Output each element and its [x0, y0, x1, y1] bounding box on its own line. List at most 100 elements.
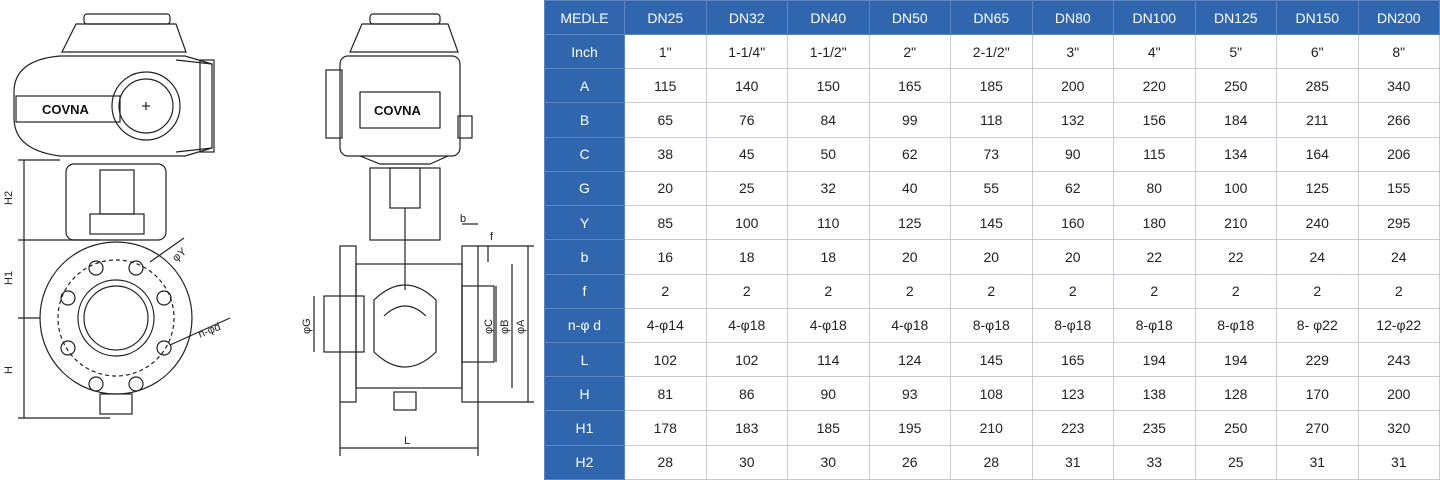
- table-cell: 115: [1113, 136, 1196, 172]
- table-cell: 140: [705, 68, 788, 104]
- table-cell: 200: [1357, 376, 1440, 412]
- table-cell: 156: [1113, 102, 1196, 138]
- table-cell: 123: [1031, 376, 1114, 412]
- table-cell: 20: [868, 239, 951, 275]
- dim-label-g: φG: [301, 318, 313, 334]
- header-cell-size: DN25: [624, 0, 707, 35]
- table-cell: 2: [787, 273, 870, 309]
- table-cell: 65: [624, 102, 707, 138]
- table-cell: 210: [1194, 205, 1277, 241]
- table-cell: 1-1/4": [705, 33, 788, 70]
- table-cell: 3": [1031, 33, 1114, 70]
- table-cell: 102: [705, 341, 788, 378]
- table-cell: 90: [787, 376, 870, 412]
- table-cell: 8- φ22: [1276, 307, 1359, 343]
- table-cell: 73: [950, 136, 1033, 172]
- header-cell-size: DN200: [1357, 0, 1440, 35]
- table-cell: 33: [1113, 444, 1196, 480]
- table-cell: 5": [1194, 33, 1277, 70]
- table-cell: 8-φ18: [1113, 307, 1196, 343]
- table-cell: 62: [1031, 170, 1114, 207]
- table-cell: 223: [1031, 410, 1114, 446]
- table-cell: 138: [1113, 376, 1196, 412]
- table-cell: 115: [624, 68, 707, 104]
- header-cell-size: DN40: [787, 0, 870, 35]
- table-cell: 80: [1113, 170, 1196, 207]
- row-label: H: [544, 376, 625, 412]
- table-cell: 93: [868, 376, 951, 412]
- table-cell: 185: [787, 410, 870, 446]
- table-cell: 81: [624, 376, 707, 412]
- dim-label-b: b: [460, 213, 466, 225]
- table-cell: 90: [1031, 136, 1114, 172]
- table-cell: 185: [950, 68, 1033, 104]
- table-cell: 4-φ18: [787, 307, 870, 343]
- header-cell-size: DN32: [705, 0, 788, 35]
- table-cell: 18: [705, 239, 788, 275]
- table-cell: 28: [624, 444, 707, 480]
- table-cell: 100: [1194, 170, 1277, 207]
- table-cell: 50: [787, 136, 870, 172]
- table-cell: 31: [1276, 444, 1359, 480]
- table-cell: 99: [868, 102, 951, 138]
- table-cell: 84: [787, 102, 870, 138]
- table-cell: 240: [1276, 205, 1359, 241]
- table-cell: 125: [1276, 170, 1359, 207]
- row-label: L: [544, 341, 625, 378]
- dim-label-c: φC: [483, 319, 495, 334]
- header-cell-size: DN100: [1113, 0, 1196, 35]
- table-cell: 2: [1194, 273, 1277, 309]
- table-cell: 132: [1031, 102, 1114, 138]
- dim-label-h2: H2: [3, 191, 15, 205]
- row-label: n-φ d: [544, 307, 625, 343]
- table-cell: 62: [868, 136, 951, 172]
- table-cell: 8": [1357, 33, 1440, 70]
- table-cell: 40: [868, 170, 951, 207]
- table-cell: 184: [1194, 102, 1277, 138]
- table-cell: 320: [1357, 410, 1440, 446]
- table-cell: 20: [950, 239, 1033, 275]
- table-cell: 243: [1357, 341, 1440, 378]
- table-cell: 250: [1194, 68, 1277, 104]
- row-label: A: [544, 68, 625, 104]
- table-cell: 250: [1194, 410, 1277, 446]
- header-cell-size: DN50: [868, 0, 951, 35]
- table-cell: 211: [1276, 102, 1359, 138]
- table-cell: 118: [950, 102, 1033, 138]
- table-cell: 100: [705, 205, 788, 241]
- dim-label-h: H: [3, 366, 15, 374]
- table-cell: 1-1/2": [787, 33, 870, 70]
- table-cell: 31: [1357, 444, 1440, 480]
- row-label: f: [544, 273, 625, 309]
- table-cell: 4-φ14: [624, 307, 707, 343]
- table-cell: 178: [624, 410, 707, 446]
- table-cell: 55: [950, 170, 1033, 207]
- table-cell: 1": [624, 33, 707, 70]
- table-cell: 124: [868, 341, 951, 378]
- table-cell: 295: [1357, 205, 1440, 241]
- table-cell: 8-φ18: [950, 307, 1033, 343]
- table-cell: 30: [787, 444, 870, 480]
- header-cell-size: DN125: [1194, 0, 1277, 35]
- table-cell: 194: [1113, 341, 1196, 378]
- row-label: H2: [544, 444, 625, 480]
- table-cell: 4-φ18: [705, 307, 788, 343]
- dim-label-y: φY: [170, 245, 189, 264]
- table-cell: 2": [868, 33, 951, 70]
- table-cell: 102: [624, 341, 707, 378]
- table-cell: 110: [787, 205, 870, 241]
- table-cell: 16: [624, 239, 707, 275]
- table-cell: 12-φ22: [1357, 307, 1440, 343]
- table-cell: 2: [1357, 273, 1440, 309]
- table-cell: 18: [787, 239, 870, 275]
